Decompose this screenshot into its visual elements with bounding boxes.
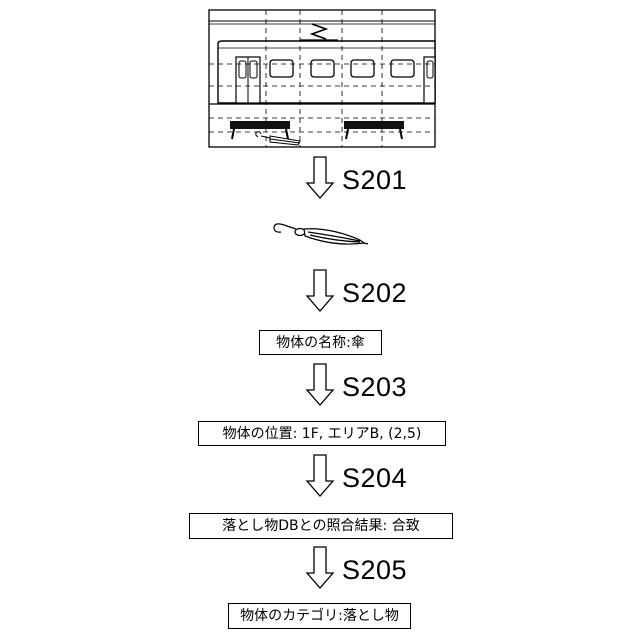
arrow-s205-icon <box>307 547 333 588</box>
umbrella-icon <box>274 224 368 244</box>
arrow-s204-icon <box>307 455 333 496</box>
arrow-s202-icon <box>307 270 333 311</box>
object-category-box: 物体のカテゴリ:落とし物 <box>228 603 411 629</box>
match-result-box: 落とし物DBとの照合結果: 合致 <box>189 513 453 539</box>
object-name-box: 物体の名称:傘 <box>259 330 382 355</box>
step-label-s204: S204 <box>342 465 407 492</box>
step-label-s202: S202 <box>342 280 407 307</box>
arrow-s201-icon <box>307 157 333 198</box>
arrow-s203-icon <box>307 364 333 405</box>
object-position-box: 物体の位置: 1F, エリアB, (2,5) <box>198 421 446 446</box>
step-label-s201: S201 <box>342 167 407 194</box>
step-label-s203: S203 <box>342 374 407 401</box>
step-label-s205: S205 <box>342 557 407 584</box>
train-car <box>218 41 435 103</box>
